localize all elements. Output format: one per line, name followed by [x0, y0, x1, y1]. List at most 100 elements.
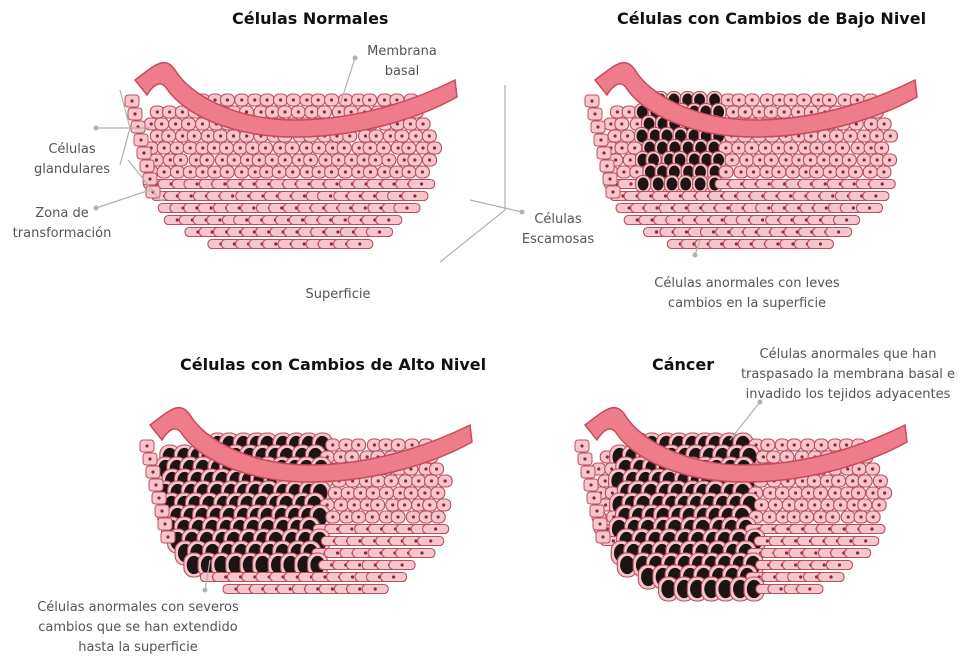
nucleus	[882, 170, 885, 173]
nucleus	[408, 527, 411, 530]
nucleus	[339, 455, 342, 458]
nucleus	[359, 491, 362, 494]
nucleus	[626, 134, 629, 137]
label-glandular-cells: Células glandulares	[22, 140, 122, 180]
nucleus	[677, 218, 680, 221]
nucleus	[148, 177, 151, 180]
nucleus	[291, 146, 294, 149]
nucleus	[193, 134, 196, 137]
nucleus	[364, 206, 367, 209]
nucleus	[768, 515, 771, 518]
nucleus	[758, 110, 761, 113]
nucleus	[264, 146, 267, 149]
label-basal-membrane: Membrana basal	[362, 42, 442, 82]
nucleus	[344, 98, 347, 101]
nucleus	[357, 515, 360, 518]
nucleus	[190, 194, 193, 197]
label-squamous-cells: Células Escamosas	[510, 210, 606, 250]
nucleus	[303, 194, 306, 197]
nucleus	[856, 98, 859, 101]
nucleus	[817, 98, 820, 101]
nucleus	[871, 491, 874, 494]
nucleus	[169, 158, 172, 161]
nucleus	[400, 134, 403, 137]
nucleus	[825, 206, 828, 209]
nucleus	[396, 515, 399, 518]
nucleus	[253, 98, 256, 101]
nucleus	[139, 138, 142, 141]
nucleus	[403, 158, 406, 161]
nucleus	[407, 146, 410, 149]
nucleus	[815, 170, 818, 173]
nucleus	[331, 515, 334, 518]
nucleus	[317, 146, 320, 149]
nucleus	[592, 496, 595, 499]
nucleus	[800, 503, 803, 506]
nucleus	[820, 443, 823, 446]
nucleus	[799, 575, 802, 578]
nucleus	[240, 170, 243, 173]
nucleus	[752, 170, 755, 173]
nucleus	[881, 182, 884, 185]
title-low-grade: Células con Cambios de Bajo Nivel	[617, 9, 926, 28]
nucleus	[442, 503, 445, 506]
nucleus	[828, 146, 831, 149]
nucleus	[629, 158, 632, 161]
nucleus	[839, 503, 842, 506]
abnormal-nucleus	[680, 178, 691, 191]
nucleus	[807, 491, 810, 494]
nucleus	[365, 479, 368, 482]
nucleus	[245, 110, 248, 113]
nucleus	[824, 182, 827, 185]
nucleus	[280, 206, 283, 209]
nucleus	[856, 146, 859, 149]
nucleus	[160, 509, 163, 512]
nucleus	[391, 503, 394, 506]
nucleus	[189, 146, 192, 149]
nucleus	[889, 134, 892, 137]
nucleus	[785, 455, 788, 458]
nucleus	[847, 515, 850, 518]
nucleus	[201, 170, 204, 173]
nucleus	[685, 230, 688, 233]
nucleus	[628, 110, 631, 113]
nucleus	[851, 479, 854, 482]
nucleus	[801, 479, 804, 482]
nucleus	[435, 467, 438, 470]
nucleus	[831, 194, 834, 197]
nucleus	[331, 146, 334, 149]
nucleus	[609, 122, 612, 125]
nucleus	[724, 170, 727, 173]
nucleus	[841, 170, 844, 173]
nucleus	[843, 527, 846, 530]
nucleus	[382, 146, 385, 149]
note-high-grade: Células anormales con severos cambios qu…	[18, 598, 258, 658]
nucleus	[819, 242, 822, 245]
nucleus	[301, 218, 304, 221]
nucleus	[730, 158, 733, 161]
nucleus	[395, 170, 398, 173]
leader-low-grade-dot	[693, 253, 698, 258]
nucleus	[383, 170, 386, 173]
nucleus	[679, 194, 682, 197]
nucleus	[793, 515, 796, 518]
nucleus	[768, 182, 771, 185]
nucleus	[635, 170, 638, 173]
nucleus	[620, 146, 623, 149]
nucleus	[805, 515, 808, 518]
nucleus	[339, 503, 342, 506]
nucleus	[338, 110, 341, 113]
nucleus	[767, 206, 770, 209]
nucleus	[599, 138, 602, 141]
nucleus	[590, 99, 593, 102]
nucleus	[405, 206, 408, 209]
nucleus	[219, 134, 222, 137]
nucleus	[284, 158, 287, 161]
nucleus	[390, 479, 393, 482]
nucleus	[334, 491, 337, 494]
nucleus	[871, 467, 874, 470]
nucleus	[331, 443, 334, 446]
nucleus	[336, 230, 339, 233]
nucleus	[343, 146, 346, 149]
